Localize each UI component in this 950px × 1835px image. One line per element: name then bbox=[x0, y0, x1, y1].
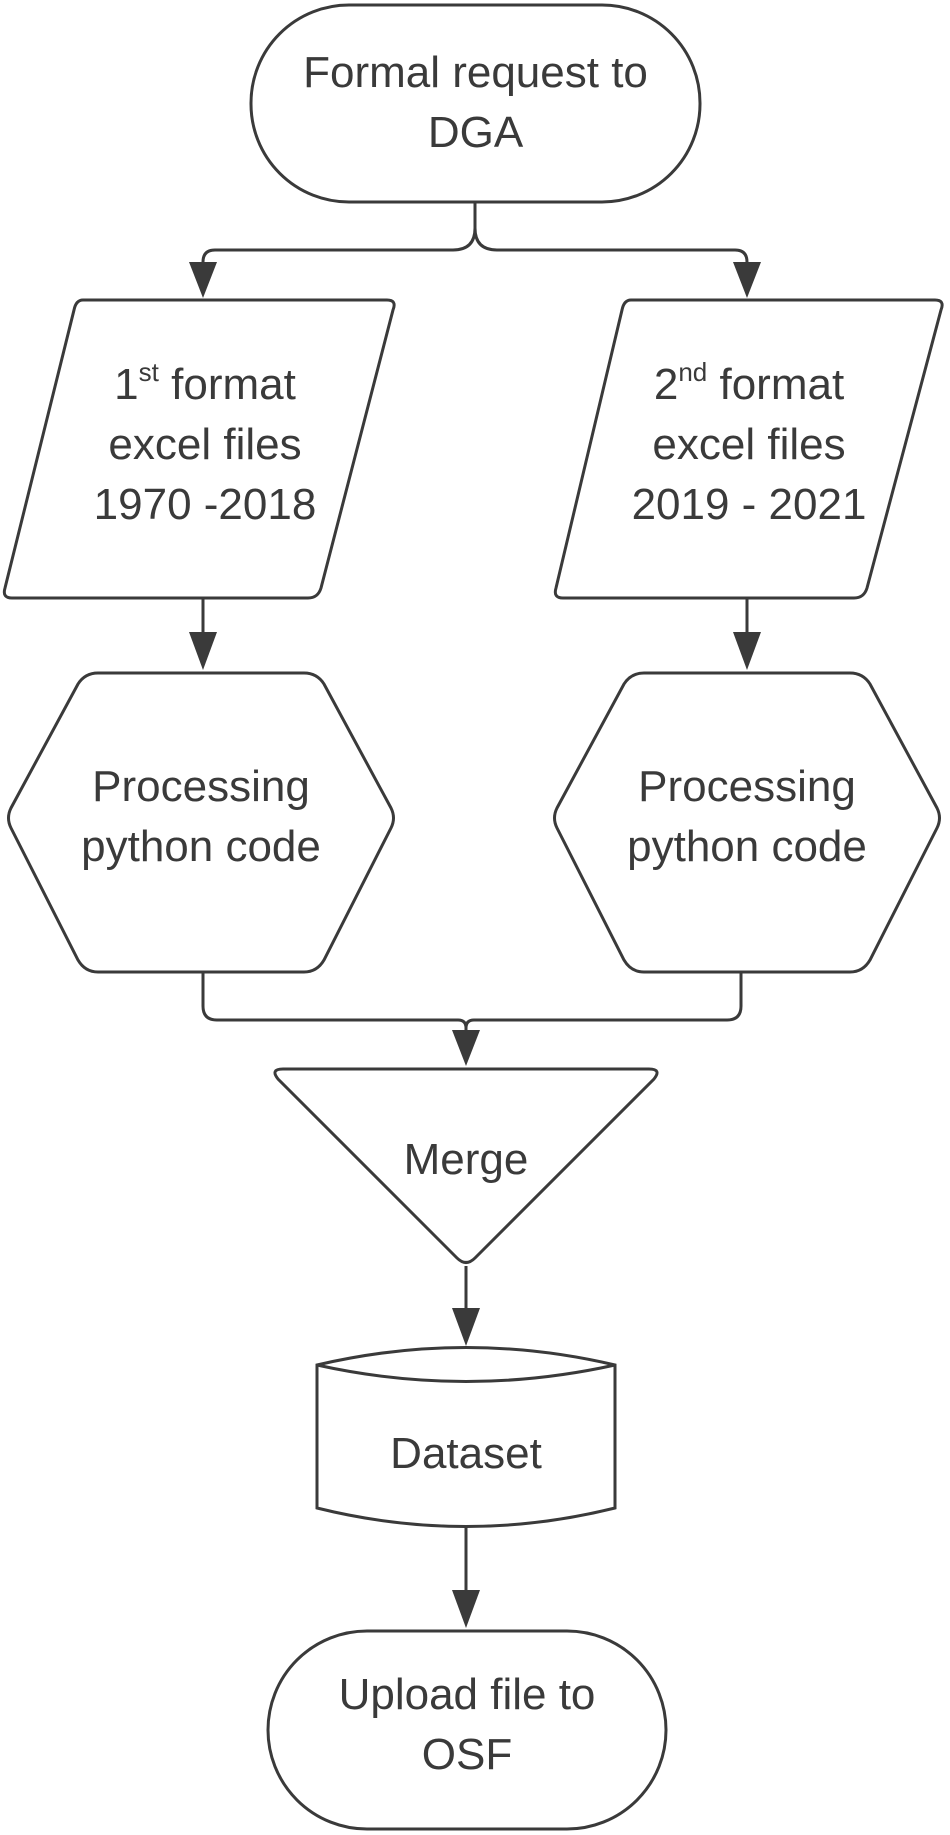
format2-line-2: excel files bbox=[652, 420, 846, 469]
request-node-label: Formal request to DGA bbox=[251, 43, 700, 163]
format2-line-3: 2019 - 2021 bbox=[631, 480, 867, 529]
arrowhead bbox=[452, 1590, 480, 1628]
merge-node-label: Merge bbox=[316, 1130, 616, 1190]
process1-line-2: python code bbox=[81, 822, 321, 871]
dataset-label: Dataset bbox=[390, 1429, 542, 1478]
process2-line-2: python code bbox=[627, 822, 867, 871]
arrowhead bbox=[733, 262, 761, 298]
format1-node-label: 1st format excel files 1970 -2018 bbox=[40, 355, 370, 535]
upload-node-label: Upload file to OSF bbox=[268, 1665, 666, 1785]
format2-ordinal-suffix: nd bbox=[678, 357, 708, 387]
merge-triangle bbox=[273, 1067, 659, 1264]
arrowhead bbox=[189, 632, 217, 670]
process2-node-label: Processing python code bbox=[576, 757, 918, 877]
end-terminator bbox=[266, 1629, 668, 1831]
arrowhead bbox=[733, 632, 761, 670]
arrowhead bbox=[452, 1030, 480, 1066]
input-shape-1970-2018 bbox=[2, 298, 396, 600]
process2-line-1: Processing bbox=[638, 762, 856, 811]
merge-connector bbox=[201, 972, 743, 1036]
process-hexagon-left bbox=[7, 671, 395, 974]
format1-ordinal: 1 bbox=[114, 360, 139, 409]
format2-word: format bbox=[719, 360, 845, 409]
request-line-2: DGA bbox=[427, 108, 524, 157]
format1-ordinal-suffix: st bbox=[138, 357, 159, 387]
input-shape-2019-2021 bbox=[553, 298, 944, 600]
format2-ordinal: 2 bbox=[653, 360, 679, 409]
upload-line-1: Upload file to bbox=[338, 1670, 596, 1719]
process1-node-label: Processing python code bbox=[30, 757, 372, 877]
format1-line-2: excel files bbox=[108, 420, 302, 469]
arrowhead bbox=[189, 262, 217, 298]
format2-node-label: 2nd format excel files 2019 - 2021 bbox=[584, 355, 914, 535]
request-line-1: Formal request to bbox=[303, 48, 648, 97]
format1-line-1: 1st format bbox=[40, 355, 370, 415]
dataset-cylinder bbox=[315, 1346, 617, 1528]
format1-line-3: 1970 -2018 bbox=[93, 480, 317, 529]
process1-line-1: Processing bbox=[92, 762, 310, 811]
upload-line-2: OSF bbox=[421, 1730, 513, 1779]
merge-label: Merge bbox=[403, 1135, 529, 1184]
format2-line-1: 2nd format bbox=[584, 355, 914, 415]
cylinder-rim bbox=[316, 1363, 616, 1383]
split-connector bbox=[201, 202, 749, 268]
dataset-node-label: Dataset bbox=[317, 1424, 615, 1484]
process-hexagon-right bbox=[553, 671, 941, 974]
arrowhead bbox=[452, 1308, 480, 1346]
format1-word: format bbox=[171, 360, 296, 409]
